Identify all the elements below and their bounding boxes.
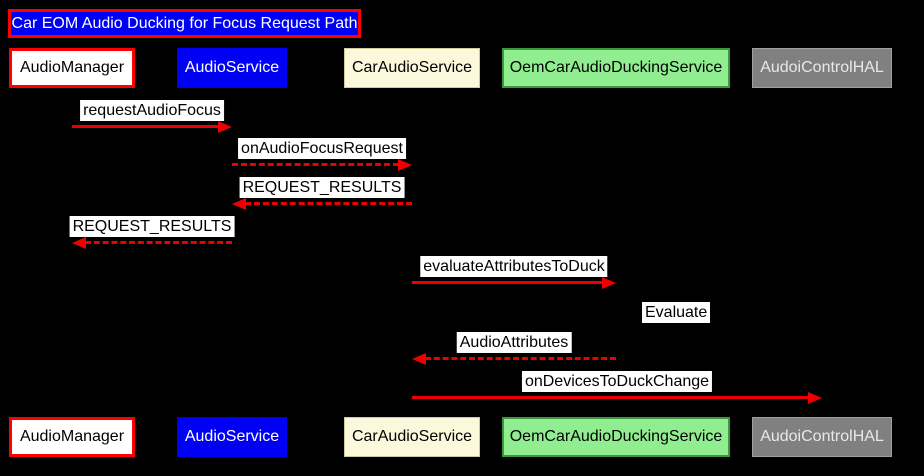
participant-label: AudoiControlHAL xyxy=(760,59,884,76)
participant-label: AudioService xyxy=(184,428,280,445)
participant-label: OemCarAudioDuckingService xyxy=(509,428,723,445)
participant-label: AudioService xyxy=(184,59,280,76)
diagram-title-text: Car EOM Audio Ducking for Focus Request … xyxy=(11,14,358,32)
message-line-onaudiofocusrequest xyxy=(232,163,399,166)
participant-label: AudoiControlHAL xyxy=(760,428,884,445)
participant-audoicontrolhal-top: AudoiControlHAL xyxy=(752,48,892,88)
participant-label: OemCarAudioDuckingService xyxy=(509,59,723,76)
arrowhead-icon xyxy=(412,353,426,365)
participant-audiomanager-bottom: AudioManager xyxy=(9,417,135,457)
message-line-audioattributes xyxy=(425,357,616,360)
participant-audioservice-top: AudioService xyxy=(177,48,287,88)
arrowhead-icon xyxy=(398,159,412,171)
participant-label: CarAudioService xyxy=(351,59,473,76)
participant-audoicontrolhal-bottom: AudoiControlHAL xyxy=(752,417,892,457)
message-line-request-results xyxy=(245,202,412,205)
message-label-request-results: REQUEST_RESULTS xyxy=(69,216,235,237)
participant-audioservice-bottom: AudioService xyxy=(177,417,287,457)
arrowhead-icon xyxy=(218,121,232,133)
message-label-audioattributes: AudioAttributes xyxy=(456,332,572,353)
arrowhead-icon xyxy=(602,277,616,289)
participant-oemcaraudioduckingservice-bottom: OemCarAudioDuckingService xyxy=(502,417,730,457)
arrowhead-icon xyxy=(72,237,86,249)
message-label-requestaudiofocus: requestAudioFocus xyxy=(80,100,224,121)
message-label-evaluateattributestoduck: evaluateAttributesToDuck xyxy=(420,256,608,277)
message-label-onaudiofocusrequest: onAudioFocusRequest xyxy=(238,138,406,159)
message-line-request-results xyxy=(85,241,232,244)
participant-label: CarAudioService xyxy=(351,428,473,445)
participant-label: AudioManager xyxy=(19,428,125,445)
participant-caraudioservice-top: CarAudioService xyxy=(344,48,480,88)
message-label-ondevicestoduckchange: onDevicesToDuckChange xyxy=(521,371,713,392)
arrowhead-icon xyxy=(232,198,246,210)
diagram-title: Car EOM Audio Ducking for Focus Request … xyxy=(8,9,361,38)
arrowhead-icon xyxy=(808,392,822,404)
participant-label: AudioManager xyxy=(19,59,125,76)
message-line-ondevicestoduckchange xyxy=(412,396,809,399)
participant-oemcaraudioduckingservice-top: OemCarAudioDuckingService xyxy=(502,48,730,88)
participant-audiomanager-top: AudioManager xyxy=(9,48,135,88)
message-line-requestaudiofocus xyxy=(72,125,219,128)
message-line-evaluateattributestoduck xyxy=(412,281,603,284)
message-label-evaluate: Evaluate xyxy=(642,302,711,323)
message-label-request-results: REQUEST_RESULTS xyxy=(239,177,405,198)
participant-caraudioservice-bottom: CarAudioService xyxy=(344,417,480,457)
